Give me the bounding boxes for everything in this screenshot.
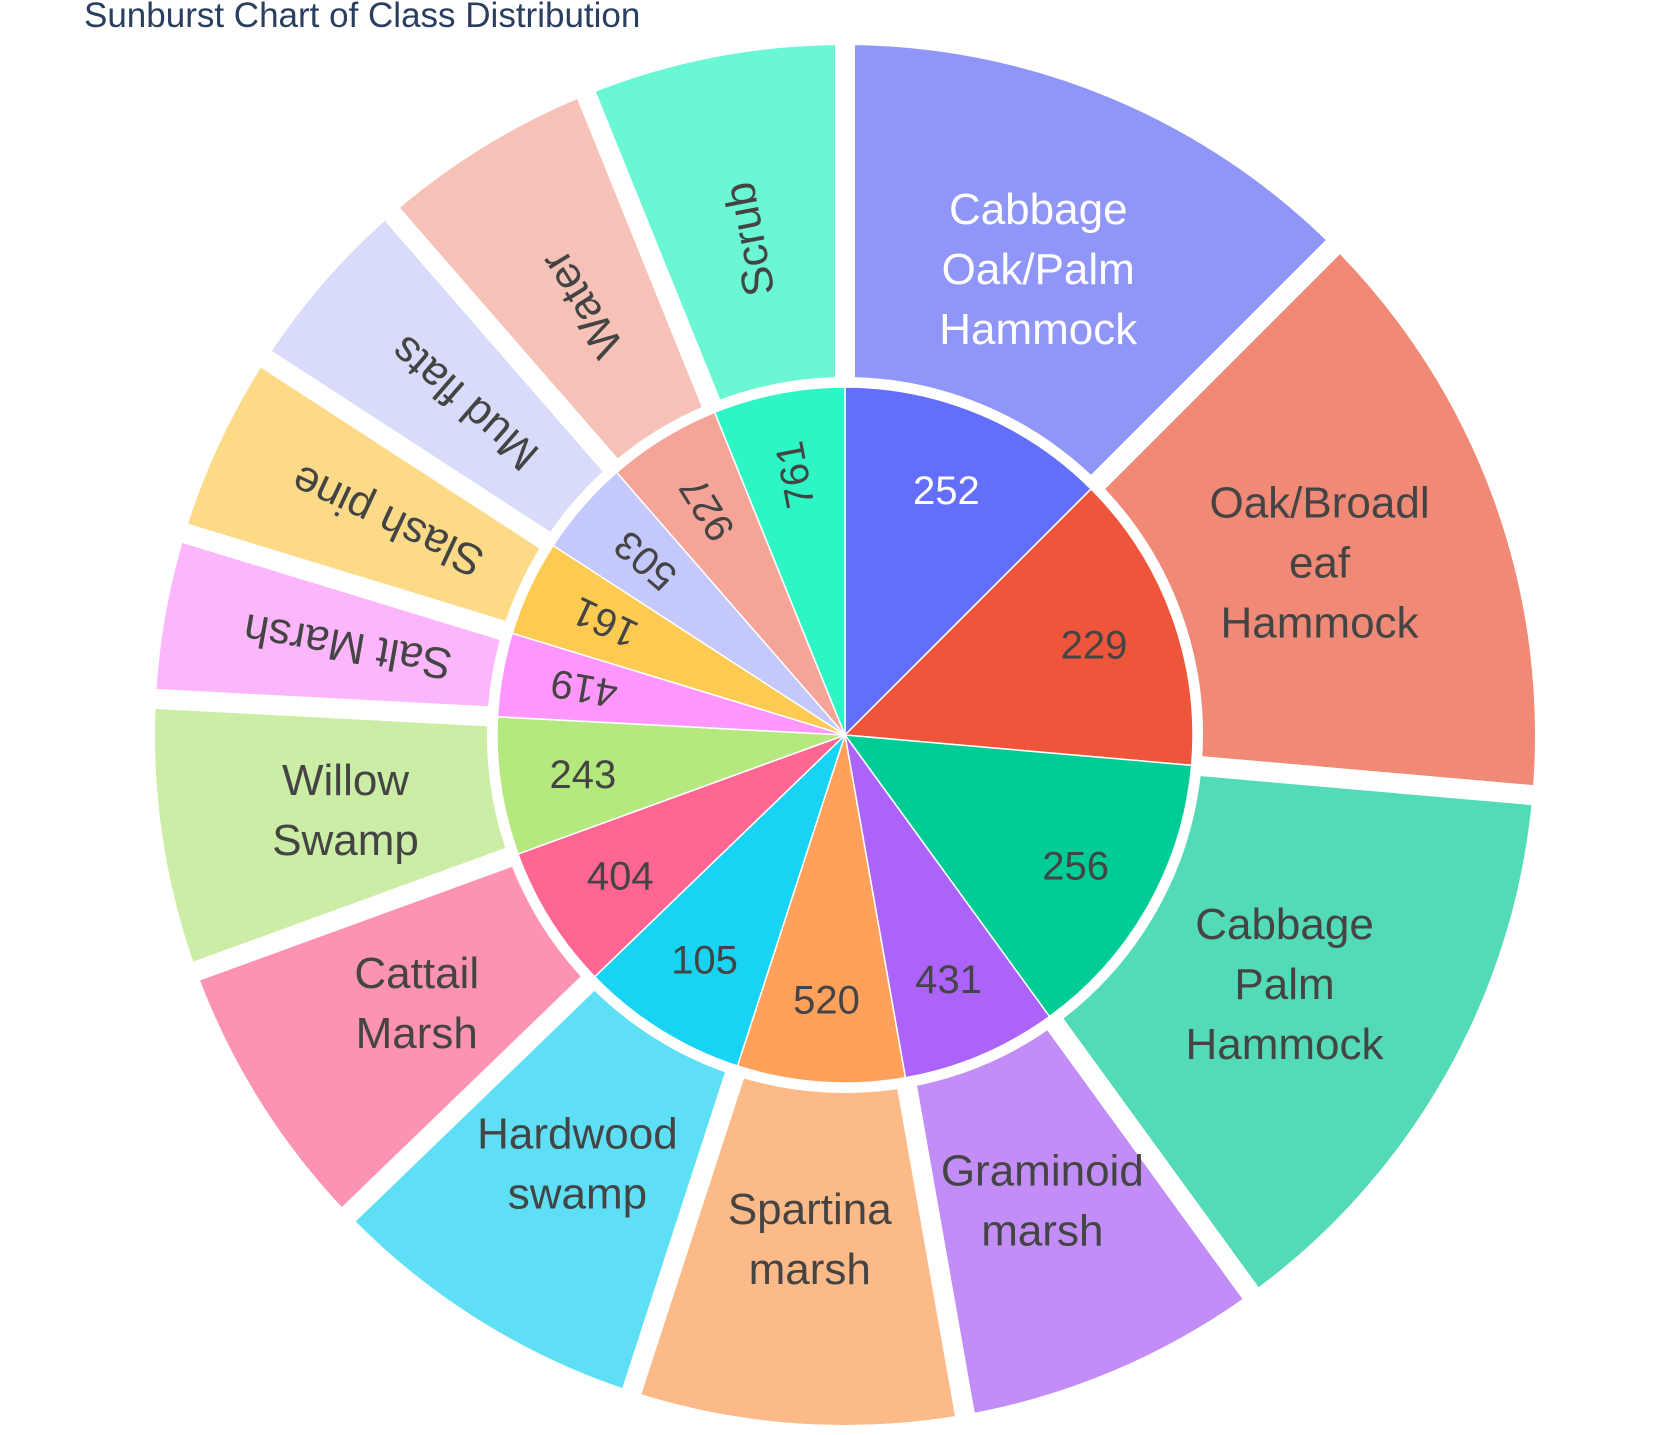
inner-label-243: 243 bbox=[550, 753, 617, 797]
inner-label-404: 404 bbox=[587, 854, 654, 898]
inner-segment-1 bbox=[843, 487, 1194, 767]
inner-label-256: 256 bbox=[1042, 844, 1109, 888]
inner-segment-2 bbox=[843, 734, 1193, 1018]
inner-segment-4 bbox=[736, 734, 907, 1084]
inner-segment-6 bbox=[517, 734, 846, 978]
inner-segment-7 bbox=[496, 715, 846, 855]
inner-label-431: 431 bbox=[915, 958, 982, 1002]
inner-segment-3 bbox=[844, 734, 1051, 1079]
inner-label-105: 105 bbox=[671, 939, 738, 983]
inner-label-520: 520 bbox=[793, 978, 860, 1022]
inner-segment-12 bbox=[713, 386, 846, 736]
chart-title: Sunburst Chart of Class Distribution bbox=[84, 0, 641, 35]
inner-label-229: 229 bbox=[1061, 623, 1128, 667]
inner-label-252: 252 bbox=[913, 469, 980, 513]
inner-segment-5 bbox=[593, 734, 846, 1067]
inner-segment-0 bbox=[844, 386, 1093, 737]
